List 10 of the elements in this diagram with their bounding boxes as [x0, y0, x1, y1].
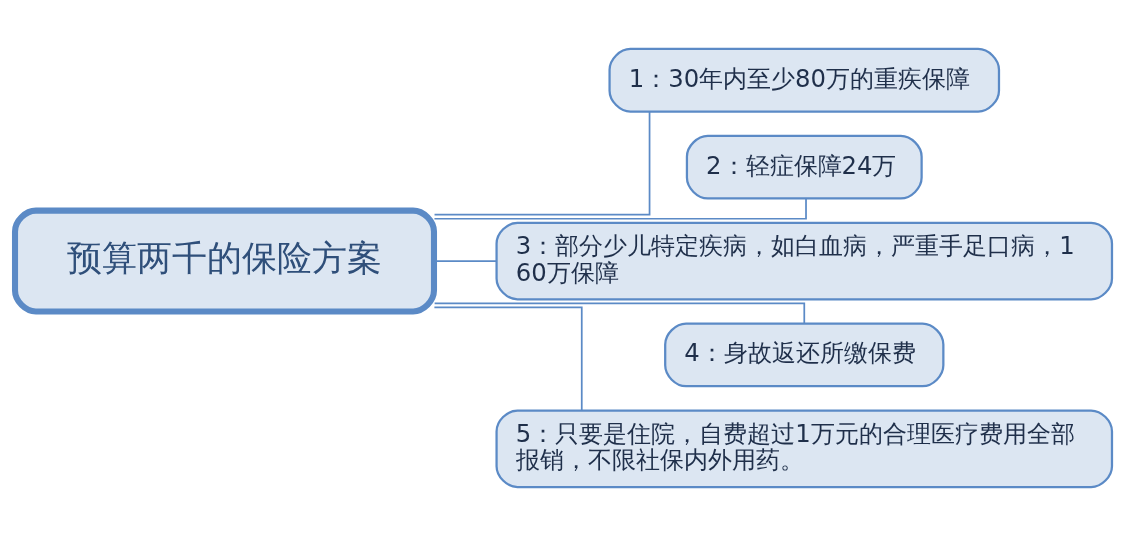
- node-box: 3：部分少儿特定疾病，如白血病，严重手足口病，160万保障: [495, 221, 1114, 301]
- node-box: 5：只要是住院，自费超过1万元的合理医疗费用全部报销，不限社保内外用药。: [495, 409, 1114, 489]
- connector: [433, 198, 807, 220]
- connector: [433, 302, 806, 324]
- node-box: 预算两千的保险方案: [12, 207, 438, 315]
- connector: [433, 306, 583, 412]
- node-box: 2：轻症保障24万: [685, 134, 923, 200]
- node-box: 4：身故返还所缴保费: [664, 322, 945, 388]
- node-box: 1：30年内至少80万的重疾保障: [608, 47, 1001, 113]
- connector: [433, 111, 651, 216]
